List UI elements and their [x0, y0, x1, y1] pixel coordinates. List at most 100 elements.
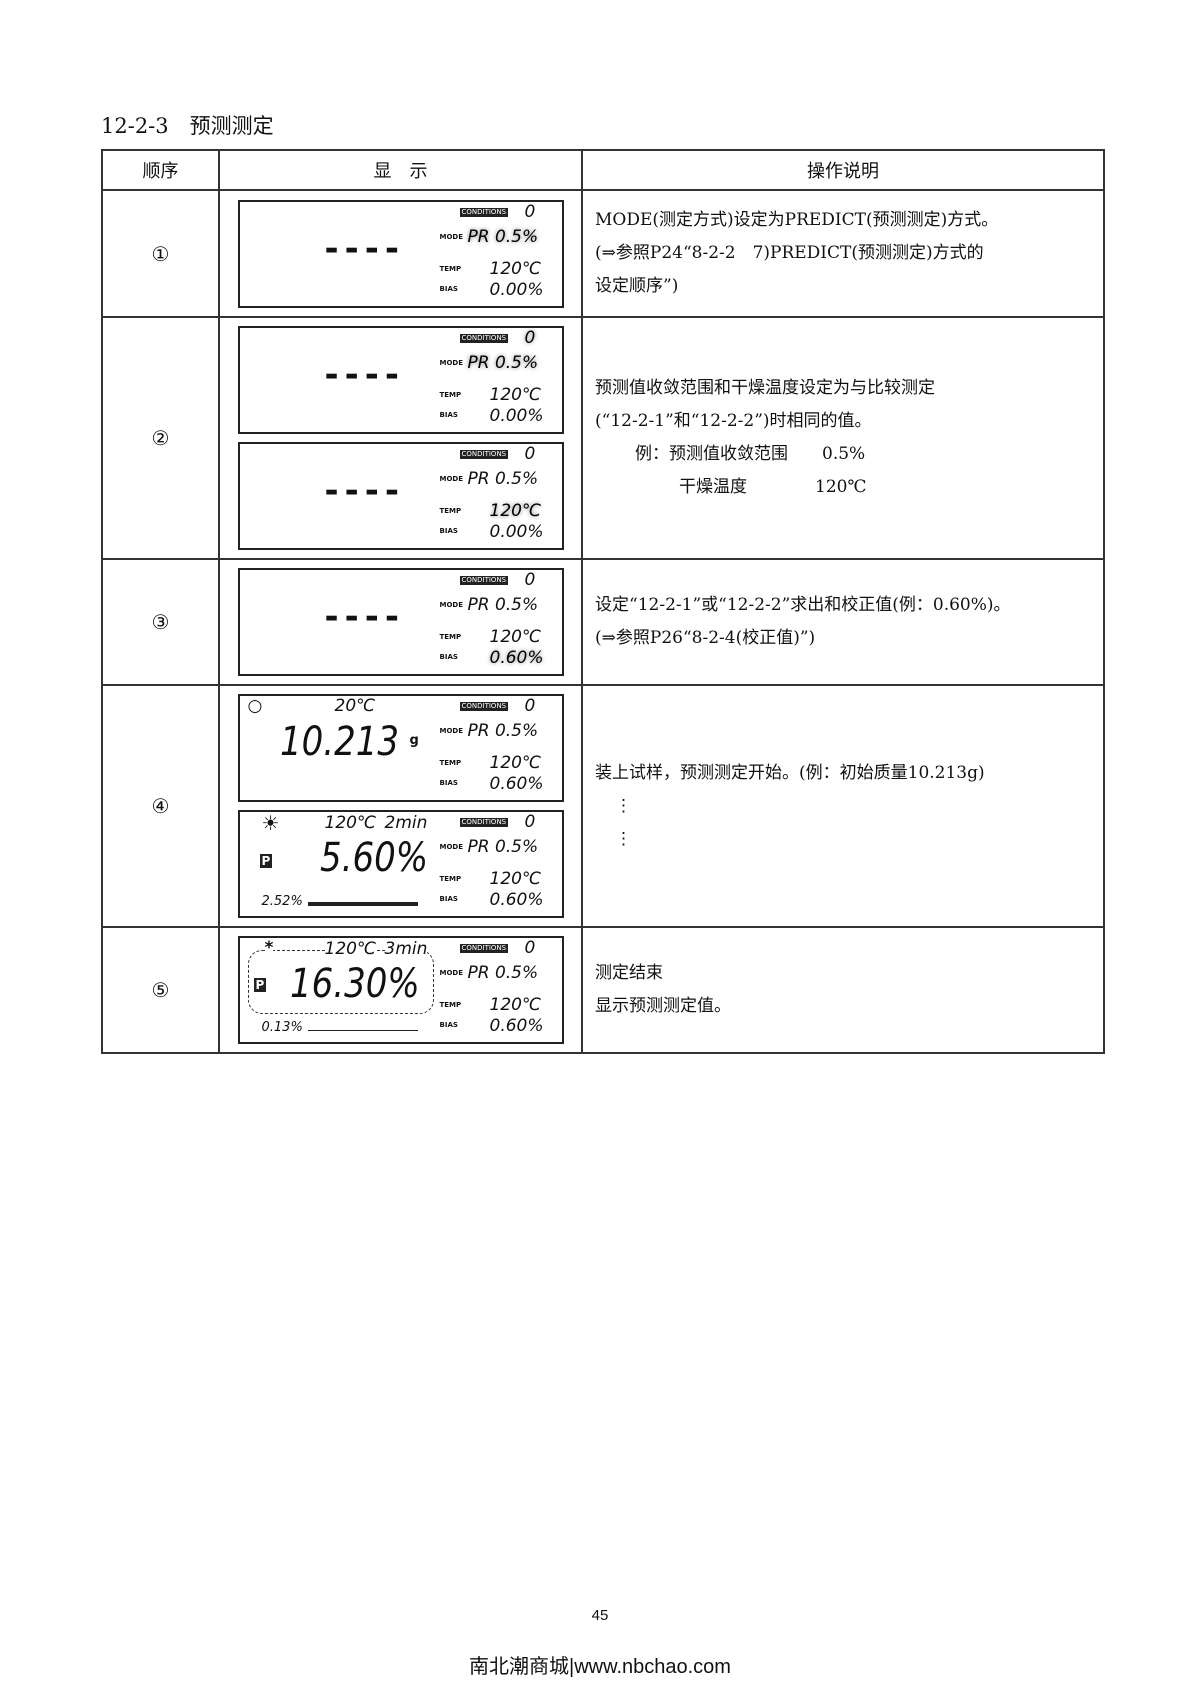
main-value: 5.60%	[319, 835, 428, 881]
page-number: 45	[591, 1607, 609, 1624]
mode-label: MODE	[439, 359, 464, 367]
end-star-icon: *	[264, 938, 274, 958]
predict-icon: P	[259, 854, 273, 868]
mode-label: MODE	[439, 475, 464, 483]
bias-value: 0.60%	[489, 648, 544, 668]
conditions-label: CONDITIONS	[459, 334, 509, 343]
desc-line: 测定结束	[595, 963, 663, 983]
desc-line: MODE(测定方式)设定为PREDICT(预测测定)方式。	[595, 210, 999, 230]
rate-value: 2.52%	[261, 894, 303, 909]
step-number: ③	[101, 558, 220, 686]
conditions-label: CONDITIONS	[459, 450, 509, 459]
mode-value: PR 0.5%	[467, 963, 539, 983]
description-cell: 预测值收敛范围和干燥温度设定为与比较测定 (“12-2-1”和“12-2-2”)…	[581, 316, 1105, 560]
top-temp: 20℃	[334, 696, 376, 716]
bias-label: BIAS	[439, 895, 458, 903]
progress-bar	[307, 1030, 418, 1031]
conditions-value: 0	[524, 812, 536, 832]
elapsed-time: 3min	[384, 939, 428, 959]
desc-line: 例：预测值收敛范围 0.5%	[635, 444, 866, 464]
mode-label: MODE	[439, 843, 464, 851]
temp-label: TEMP	[439, 391, 462, 399]
description-cell: 设定“12-2-1”或“12-2-2”求出和校正值(例：0.60%)。 (⇒参照…	[581, 558, 1105, 686]
temp-label: TEMP	[439, 507, 462, 515]
elapsed-time: 2min	[384, 813, 428, 833]
top-temp: 120℃	[324, 813, 377, 833]
bias-label: BIAS	[439, 284, 458, 293]
mode-value: PR 0.5%	[467, 353, 539, 373]
mode-label: MODE	[439, 727, 464, 735]
step-number: ⑤	[101, 926, 220, 1054]
desc-line: 设定顺序”)	[595, 276, 679, 296]
temp-value: 120℃	[489, 501, 542, 521]
conditions-value: 0	[524, 444, 536, 464]
temp-value: 120℃	[489, 385, 542, 405]
mode-label: MODE	[439, 969, 464, 977]
section-title: 12-2-3 预测测定	[101, 114, 274, 138]
footer-watermark: 南北潮商城|www.nbchao.com	[469, 1656, 731, 1678]
ellipsis: ⋮	[615, 795, 632, 816]
main-value: 10.213	[279, 719, 399, 765]
desc-line: (⇒参照P26“8-2-4(校正值)”)	[595, 628, 816, 648]
conditions-label: CONDITIONS	[459, 702, 509, 711]
top-temp: 120℃	[324, 939, 377, 959]
mode-value: PR 0.5%	[467, 226, 539, 247]
bias-label: BIAS	[439, 1021, 458, 1029]
progress-bar	[307, 902, 418, 906]
temp-label: TEMP	[439, 875, 462, 883]
step-number: ④	[101, 684, 220, 928]
mode-label: MODE	[439, 232, 464, 241]
conditions-value: 0	[524, 201, 536, 222]
conditions-value: 0	[524, 328, 536, 348]
mode-label: MODE	[439, 601, 464, 609]
temp-value: 120℃	[489, 995, 542, 1015]
conditions-label: CONDITIONS	[459, 576, 509, 585]
desc-line: 干燥温度 120℃	[679, 477, 867, 497]
bias-value: 0.00%	[489, 279, 544, 300]
desc-line: 设定“12-2-1”或“12-2-2”求出和校正值(例：0.60%)。	[595, 595, 1011, 615]
bias-label: BIAS	[439, 779, 458, 787]
desc-line: (⇒参照P24“8-2-2 7)PREDICT(预测测定)方式的	[595, 243, 984, 263]
bias-value: 0.00%	[489, 522, 544, 542]
unit-label: g	[409, 733, 419, 748]
stable-circle-icon: ○	[247, 696, 263, 716]
lcd-dashes: ----	[324, 471, 405, 511]
desc-line: 装上试样，预测测定开始。(例：初始质量10.213g)	[595, 762, 985, 783]
header-description: 操作说明	[581, 149, 1105, 191]
heater-lamp-icon: ☀	[261, 811, 280, 835]
header-order: 顺序	[101, 149, 220, 191]
description-cell: MODE(测定方式)设定为PREDICT(预测测定)方式。 (⇒参照P24“8-…	[581, 189, 1105, 318]
temp-value: 120℃	[489, 258, 542, 279]
description-cell: 测定结束 显示预测测定值。	[581, 926, 1105, 1054]
mode-value: PR 0.5%	[467, 595, 539, 615]
conditions-value: 0	[524, 938, 536, 958]
main-value: 16.30%	[289, 961, 420, 1007]
bias-label: BIAS	[439, 527, 458, 535]
conditions-value: 0	[524, 696, 536, 716]
rate-value: 0.13%	[261, 1020, 303, 1035]
ellipsis: ⋮	[615, 828, 632, 849]
desc-line: 预测值收敛范围和干燥温度设定为与比较测定	[595, 378, 935, 398]
conditions-label: CONDITIONS	[459, 944, 509, 953]
step-number: ①	[101, 189, 220, 318]
bias-value: 0.60%	[489, 890, 544, 910]
lcd-dashes: ----	[324, 228, 405, 269]
temp-value: 120℃	[489, 869, 542, 889]
bias-label: BIAS	[439, 653, 458, 661]
lcd-dashes: ----	[324, 597, 405, 637]
